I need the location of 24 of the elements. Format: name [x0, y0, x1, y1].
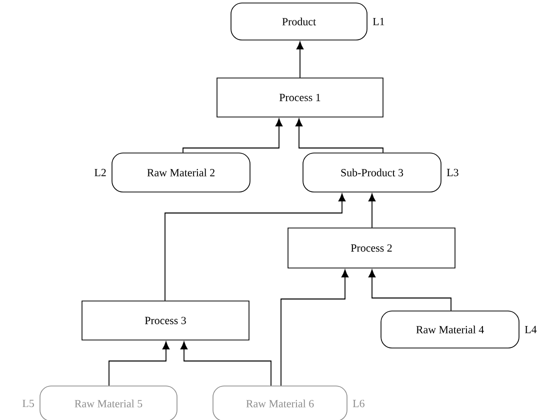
arrow [180, 342, 272, 386]
arrow [296, 42, 304, 78]
arrow [164, 194, 346, 302]
arrow [182, 118, 283, 154]
material-box: Raw Material 6 [212, 386, 348, 420]
level-label: L5 [22, 400, 34, 408]
material-box: Sub-Product 3 [302, 152, 442, 192]
material-box: Raw Material 4 [380, 310, 520, 348]
process-box: Process 3 [82, 300, 250, 340]
level-label: L2 [94, 168, 106, 176]
process-box: Process 1 [216, 78, 384, 118]
material-box: Raw Material 5 [40, 386, 178, 420]
level-label: L1 [372, 18, 384, 26]
process-box: Process 2 [288, 228, 456, 268]
material-box: Raw Material 2 [112, 152, 250, 192]
level-label: L4 [524, 326, 537, 334]
arrow [280, 270, 349, 386]
arrow [368, 270, 452, 312]
material-box: Product [230, 2, 368, 40]
arrow [295, 118, 384, 154]
arrow [108, 342, 170, 386]
arrow [368, 194, 376, 228]
level-label: L6 [352, 400, 364, 408]
level-label: L3 [446, 168, 458, 176]
